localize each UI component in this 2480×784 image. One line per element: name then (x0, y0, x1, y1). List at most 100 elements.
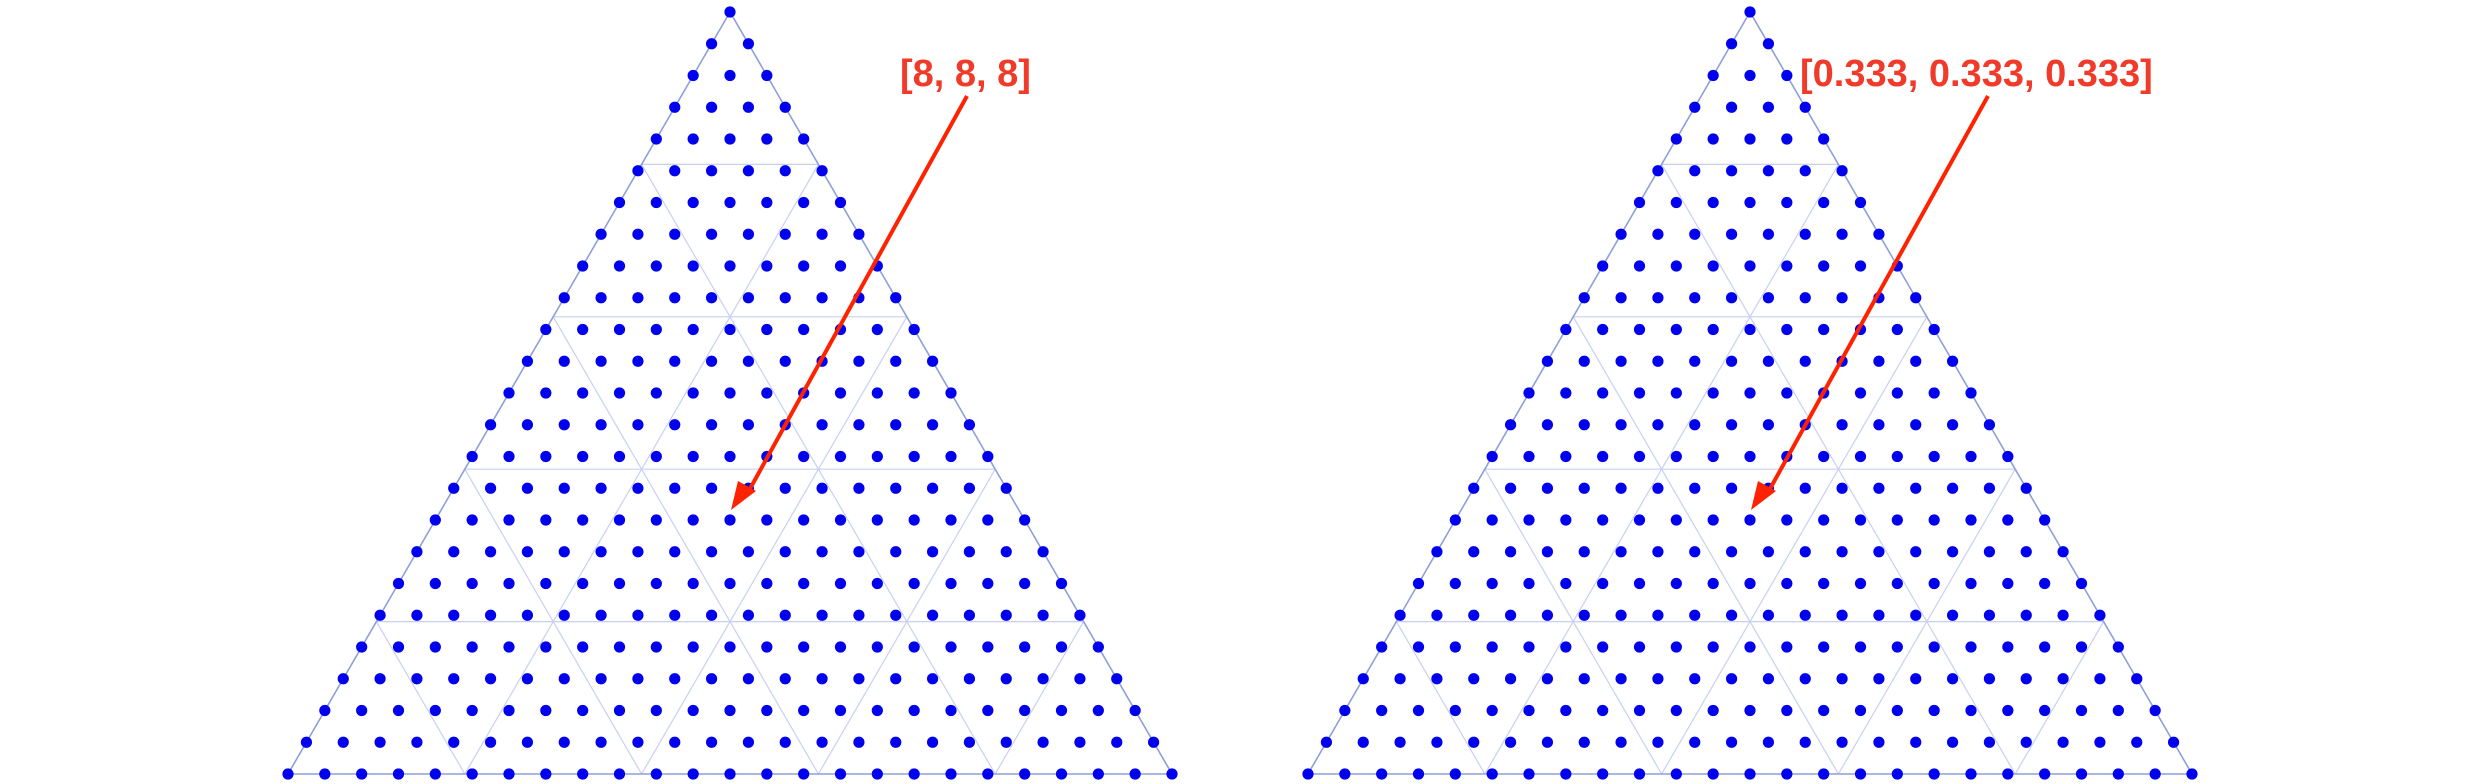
lattice-point (687, 387, 699, 399)
lattice-point (963, 419, 976, 431)
lattice-point (761, 514, 773, 526)
lattice-point (1946, 546, 1959, 558)
lattice-point (1836, 419, 1848, 431)
lattice-point (411, 673, 423, 685)
lattice-point (705, 609, 718, 621)
lattice-point (2039, 514, 2051, 526)
lattice-point (1670, 450, 1682, 463)
lattice-point (1836, 673, 1848, 685)
lattice-point (1781, 704, 1793, 717)
lattice-point (1799, 292, 1811, 304)
lattice-point (742, 228, 755, 240)
grid-line (552, 316, 819, 775)
lattice-point (650, 704, 662, 717)
lattice-point (429, 704, 441, 717)
lattice-point (1431, 736, 1443, 748)
lattice-point (926, 546, 939, 558)
lattice-point (1670, 133, 1682, 145)
lattice-point (1781, 768, 1793, 780)
lattice-point (1873, 419, 1885, 431)
lattice-point (595, 609, 607, 621)
lattice-point (1412, 704, 1425, 717)
lattice-point (1092, 768, 1104, 780)
lattice-point (1523, 704, 1535, 717)
lattice-point (1965, 768, 1977, 780)
lattice-point (466, 450, 478, 463)
lattice-point (1578, 355, 1590, 367)
lattice-point (2075, 577, 2088, 590)
lattice-points (1302, 6, 2198, 780)
lattice-point (724, 323, 736, 336)
lattice-point (705, 165, 718, 177)
lattice-point (687, 69, 699, 82)
lattice-point (724, 69, 736, 82)
lattice-point (853, 228, 865, 240)
lattice-point (577, 323, 589, 336)
lattice-point (1486, 641, 1498, 653)
lattice-point (1707, 387, 1719, 399)
lattice-point (816, 736, 828, 748)
lattice-point (613, 768, 626, 780)
lattice-point (1725, 673, 1738, 685)
lattice-point (1928, 387, 1940, 399)
lattice-point (2075, 768, 2088, 780)
lattice-point (687, 133, 699, 145)
lattice-point (908, 323, 920, 336)
lattice-point (1799, 482, 1811, 494)
lattice-point (1762, 165, 1775, 177)
lattice-point (687, 704, 699, 717)
lattice-point (1320, 736, 1333, 748)
lattice-point (521, 609, 534, 621)
lattice-point (1597, 577, 1609, 590)
lattice-point (779, 228, 791, 240)
lattice-point (448, 609, 460, 621)
lattice-point (834, 514, 847, 526)
callout-arrow (744, 95, 969, 497)
lattice-point (1541, 482, 1554, 494)
lattice-point (890, 419, 902, 431)
lattice-point (1910, 482, 1922, 494)
lattice-point (779, 355, 791, 367)
lattice-point (945, 768, 957, 780)
lattice-point (1965, 704, 1977, 717)
lattice-point (705, 355, 718, 367)
lattice-point (650, 260, 662, 272)
lattice-point (1560, 323, 1572, 336)
lattice-point (1983, 673, 1996, 685)
lattice-point (779, 736, 791, 748)
lattice-point (742, 292, 755, 304)
lattice-point (1578, 419, 1590, 431)
lattice-point (1523, 577, 1535, 590)
lattice-point (392, 768, 405, 780)
lattice-point (1019, 514, 1031, 526)
lattice-point (742, 419, 755, 431)
lattice-point (1891, 704, 1903, 717)
lattice-point (356, 704, 368, 717)
lattice-point (1376, 768, 1388, 780)
lattice-point (1652, 736, 1664, 748)
lattice-point (429, 577, 441, 590)
callout-arrow (1764, 95, 1990, 497)
lattice-point (798, 323, 810, 336)
lattice-point (761, 323, 773, 336)
lattice-point (1486, 768, 1498, 780)
lattice-point (1910, 736, 1922, 748)
lattice-point (945, 577, 957, 590)
lattice-point (1670, 196, 1682, 209)
lattice-point (1725, 355, 1738, 367)
lattice-point (742, 101, 755, 113)
lattice-point (1578, 292, 1590, 304)
lattice-point (1818, 133, 1830, 145)
lattice-point (1725, 419, 1738, 431)
lattice-point (1037, 609, 1049, 621)
lattice-point (1597, 323, 1609, 336)
lattice-point (2131, 673, 2143, 685)
lattice-point (484, 673, 497, 685)
lattice-point (834, 768, 847, 780)
lattice-point (1615, 419, 1627, 431)
lattice-point (2057, 736, 2069, 748)
lattice-point (1983, 419, 1996, 431)
lattice-point (1615, 228, 1627, 240)
grid-line (1395, 621, 1486, 775)
lattice-point (1744, 387, 1756, 399)
